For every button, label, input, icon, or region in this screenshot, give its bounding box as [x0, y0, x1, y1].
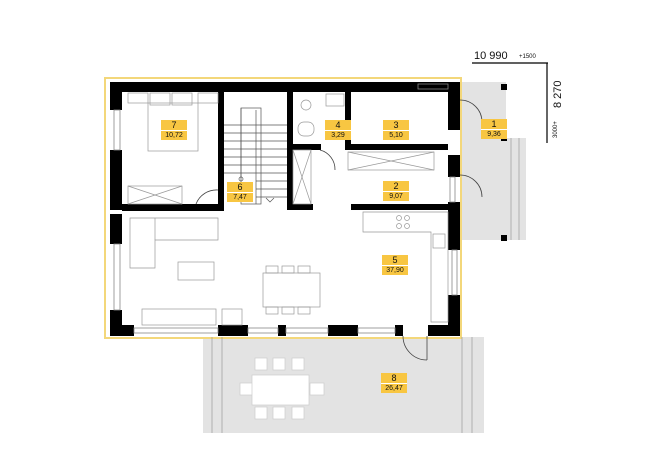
room-label-4: 4 3,29 — [325, 120, 351, 140]
room-number: 4 — [325, 120, 351, 130]
room-area: 10,72 — [161, 130, 187, 140]
room-area: 7,47 — [227, 192, 253, 202]
room-label-1: 1 9,36 — [481, 119, 507, 139]
dimension-width-extra: +1500 — [519, 54, 536, 60]
room-label-2: 2 9,07 — [383, 181, 409, 201]
room-label-3: 3 5,10 — [383, 120, 409, 140]
room-number: 6 — [227, 182, 253, 192]
room-label-8: 8 26,47 — [381, 373, 407, 393]
room-label-5: 5 37,90 — [382, 255, 408, 275]
room-area: 9,07 — [383, 191, 409, 201]
room-area: 5,10 — [383, 130, 409, 140]
dimension-depth-extra: 3000+ — [553, 121, 559, 138]
room-number: 7 — [161, 120, 187, 130]
room-label-7: 7 10,72 — [161, 120, 187, 140]
room-number: 2 — [383, 181, 409, 191]
room-area: 26,47 — [381, 383, 407, 393]
room-area: 9,36 — [481, 129, 507, 139]
house-outline — [104, 77, 462, 339]
room-label-6: 6 7,47 — [227, 182, 253, 202]
dimension-depth: 8 270 — [552, 80, 564, 108]
room-number: 5 — [382, 255, 408, 265]
room-area: 3,29 — [325, 130, 351, 140]
room-number: 1 — [481, 119, 507, 129]
terrace-east-entry — [460, 82, 506, 240]
room-number: 8 — [381, 373, 407, 383]
room-area: 37,90 — [382, 265, 408, 275]
room-number: 3 — [383, 120, 409, 130]
dimension-width: 10 990 — [474, 50, 508, 62]
